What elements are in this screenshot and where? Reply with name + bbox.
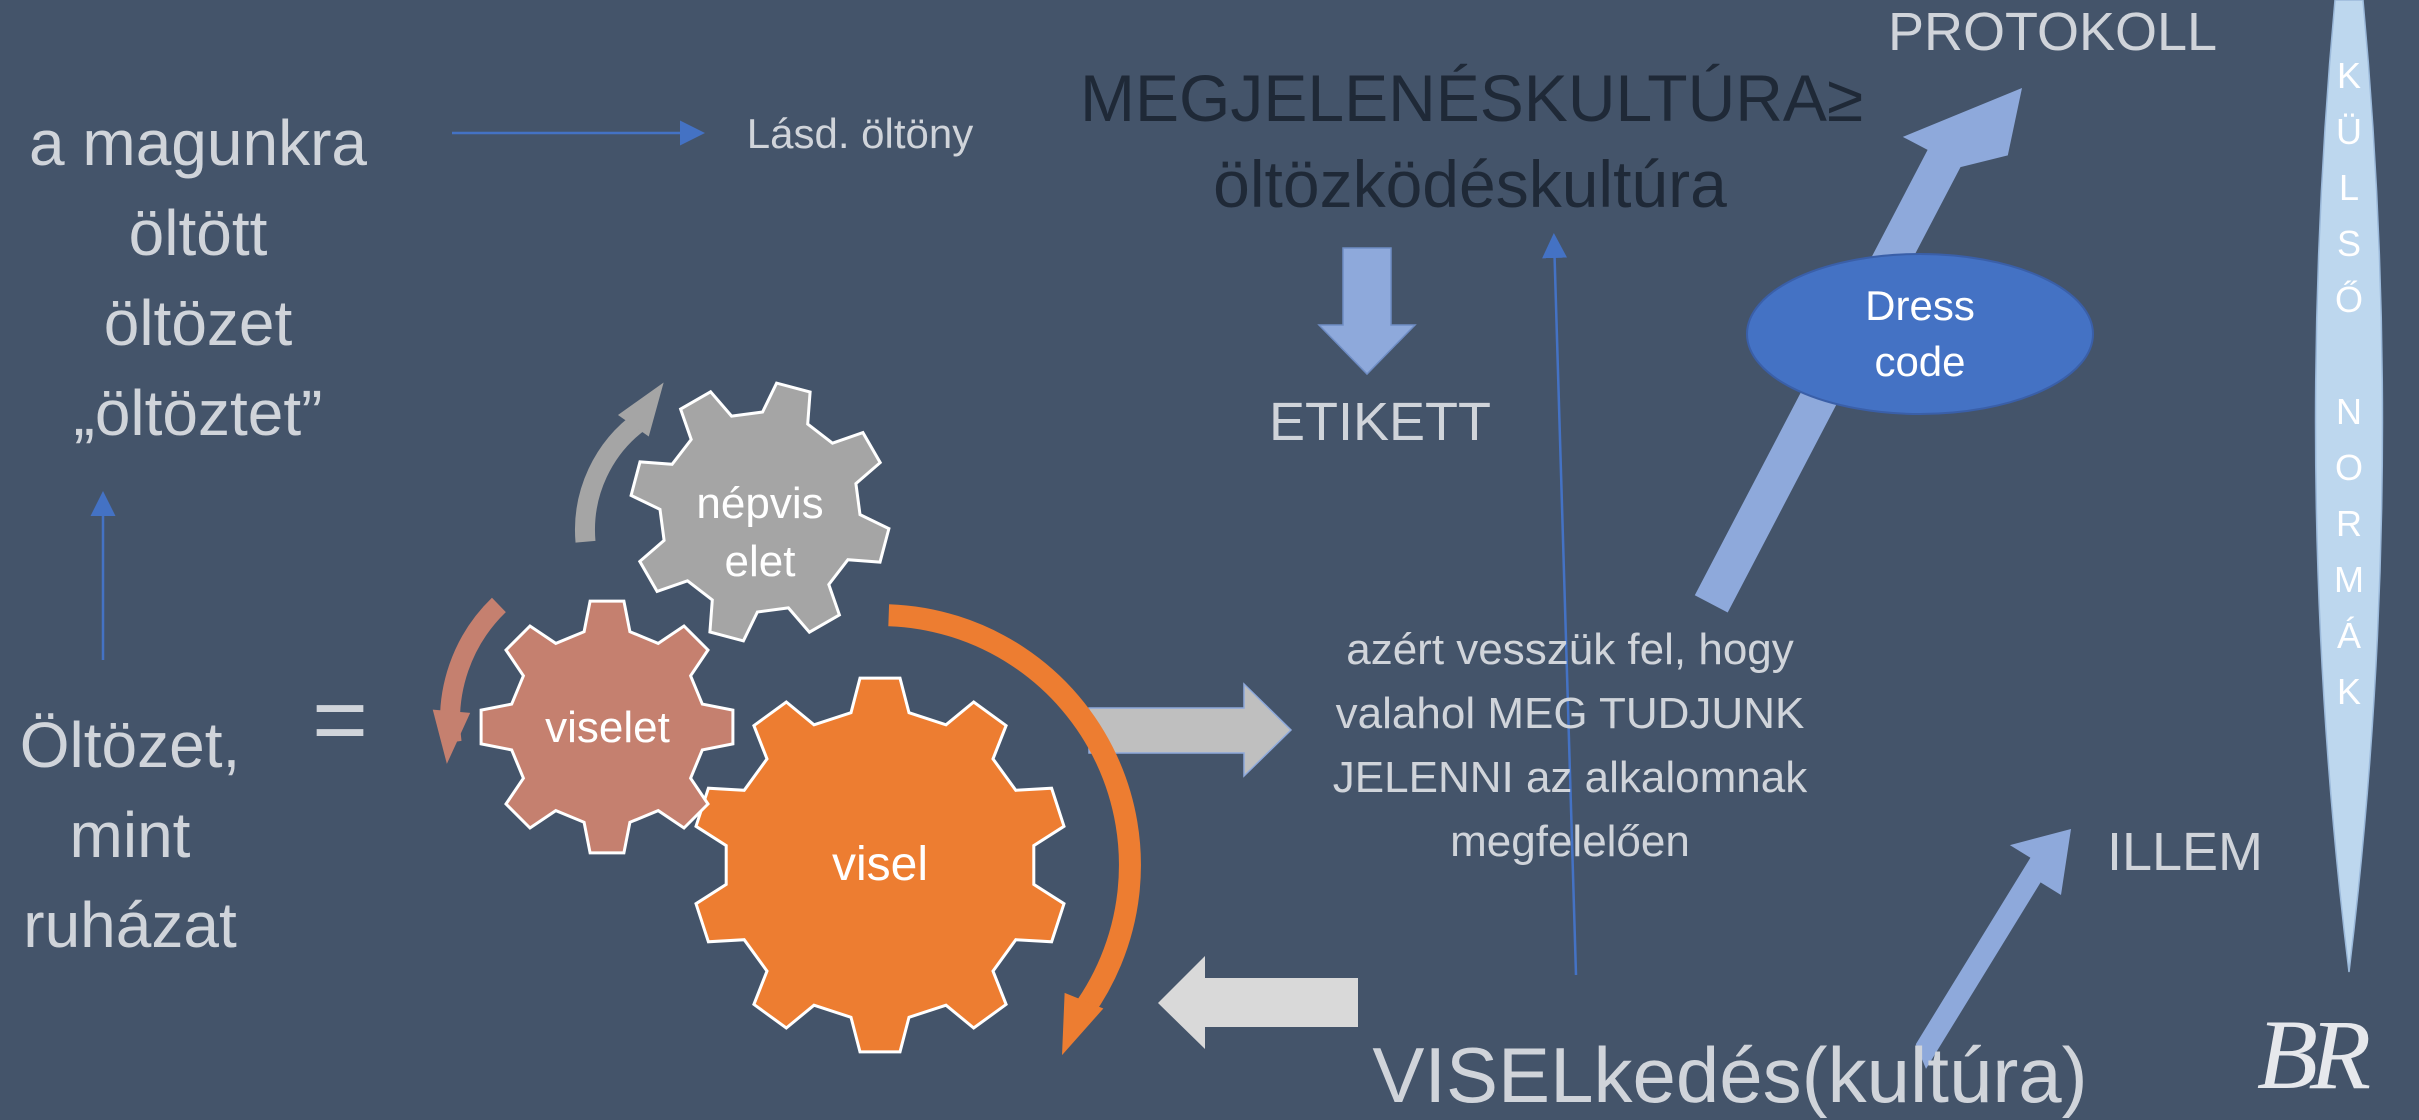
- text-line: a magunkra: [29, 107, 367, 179]
- curved-arrow-icon: [575, 411, 649, 543]
- text-line: elet: [724, 537, 796, 586]
- text-line: népvis: [696, 479, 824, 528]
- gear-viselet-icon: [479, 599, 735, 855]
- etikett-label: ETIKETT: [1268, 392, 1491, 452]
- text-line: valahol MEG TUDJUNK: [1335, 689, 1805, 738]
- pill-letter: Ő: [2334, 279, 2363, 320]
- text-line: JELENNI az alkalomnak: [1332, 753, 1808, 802]
- pill-letter: [2319, 328, 2379, 384]
- kulso-normak-pill: [2314, 0, 2384, 973]
- megjelenes-header: MEGJELENÉSKULTÚRA≥ öltözködéskultúra: [1080, 55, 1864, 227]
- illem-label: ILLEM: [2106, 822, 2264, 882]
- arrow-left-icon: [1158, 956, 1358, 1049]
- center-explanation-text: azért vesszük fel, hogy valahol MEG TUDJ…: [1300, 618, 1840, 874]
- text-line: azért vesszük fel, hogy: [1346, 625, 1794, 674]
- gear-label-visel: visel: [831, 838, 929, 891]
- curved-arrow-icon: [432, 709, 471, 764]
- gear-nepviselet-icon: [629, 381, 891, 643]
- equals-sign: =: [311, 666, 369, 773]
- text-line: megfelelően: [1450, 817, 1690, 866]
- arrow-up-icon: [1542, 233, 1578, 976]
- pill-letter: K: [2336, 55, 2361, 96]
- dress-code-label: Dress code: [1800, 278, 2040, 390]
- arrow-up-right-icon: [1915, 829, 2071, 1069]
- pill-letter: O: [2334, 447, 2363, 488]
- kulso-normak-letters: K Ü L S Ő N O R M Á K: [2319, 48, 2379, 720]
- gear-label-nepviselet: népvis elet: [660, 475, 860, 591]
- pill-letter: Ü: [2336, 111, 2362, 152]
- left-top-text-block: a magunkra öltött öltözet „öltöztet”: [0, 98, 396, 458]
- left-bottom-text-block: Öltözet, mint ruházat: [0, 700, 260, 970]
- curved-arrow-icon: [1062, 992, 1104, 1056]
- br-logo: BR: [2256, 999, 2371, 1110]
- text-line: Öltözet,: [19, 709, 241, 781]
- gear-label-viselet: viselet: [545, 703, 670, 752]
- header-line: öltözködéskultúra: [1213, 147, 1727, 221]
- pill-letter: K: [2336, 671, 2361, 712]
- text-line: Dress: [1865, 282, 1975, 329]
- pill-letter: Á: [2336, 615, 2361, 656]
- pill-letter: M: [2334, 559, 2364, 600]
- text-line: „öltöztet”: [73, 377, 323, 449]
- viselkedes-title: VISELkedés(kultúra): [1372, 1031, 2088, 1119]
- curved-arrow-icon: [888, 604, 1141, 1026]
- pill-letter: S: [2336, 223, 2361, 264]
- text-line: öltött: [128, 197, 268, 269]
- pill-letter: N: [2336, 391, 2362, 432]
- text-line: ruházat: [23, 889, 237, 961]
- curved-arrow-icon: [617, 382, 664, 437]
- lasd-oltony-label: Lásd. öltöny: [746, 110, 974, 157]
- dress-code-oval: [1746, 253, 2094, 415]
- protokoll-label: PROTOKOLL: [1887, 2, 2218, 62]
- arrow-down-icon: [1317, 247, 1417, 376]
- gears-cycle: [432, 381, 1141, 1056]
- header-line: MEGJELENÉSKULTÚRA≥: [1080, 61, 1864, 135]
- text-line: code: [1874, 338, 1966, 385]
- pill-letter: R: [2336, 503, 2362, 544]
- text-line: öltözet: [103, 287, 293, 359]
- text-line: mint: [69, 799, 191, 871]
- pill-letter: L: [2338, 167, 2360, 208]
